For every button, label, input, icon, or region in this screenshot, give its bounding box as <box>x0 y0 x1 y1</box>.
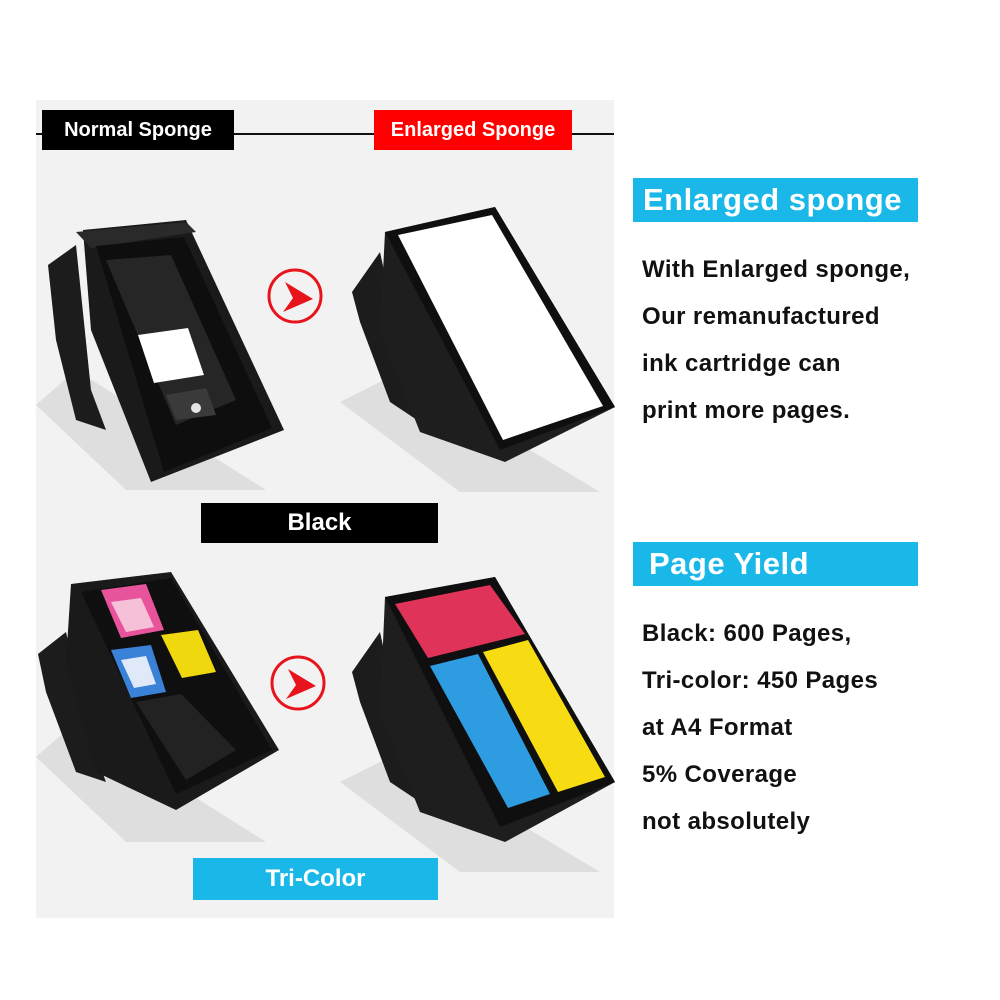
tricolor-normal-cartridge-image <box>36 572 279 842</box>
enlarged-sponge-tag: Enlarged Sponge <box>374 110 572 150</box>
tricolor-enlarged-cartridge-image <box>340 577 615 872</box>
yield-line: at A4 Format <box>642 714 793 741</box>
description-line: With Enlarged sponge, <box>642 256 911 283</box>
description-line: Our remanufactured <box>642 303 880 330</box>
page-yield-heading: Page Yield <box>633 542 918 586</box>
enlarged-sponge-description: With Enlarged sponge, Our remanufactured… <box>642 246 910 434</box>
yield-line: Black: 600 Pages, <box>642 620 852 647</box>
tricolor-label: Tri-Color <box>193 858 438 900</box>
black-enlarged-cartridge-image <box>340 207 615 492</box>
description-line: ink cartridge can <box>642 350 841 377</box>
red-arrow-right-icon <box>270 655 326 711</box>
red-arrow-right-icon <box>267 268 323 324</box>
normal-sponge-tag: Normal Sponge <box>42 110 234 150</box>
black-label: Black <box>201 503 438 543</box>
yield-line: not absolutely <box>642 808 811 835</box>
enlarged-sponge-heading: Enlarged sponge <box>633 178 918 222</box>
divider-line <box>572 133 614 135</box>
black-normal-cartridge-image <box>36 220 284 490</box>
description-line: print more pages. <box>642 397 851 424</box>
divider-line <box>36 133 42 135</box>
yield-line: Tri-color: 450 Pages <box>642 667 879 694</box>
yield-line: 5% Coverage <box>642 761 798 788</box>
page-yield-description: Black: 600 Pages, Tri-color: 450 Pages a… <box>642 610 878 845</box>
divider-line <box>234 133 374 135</box>
